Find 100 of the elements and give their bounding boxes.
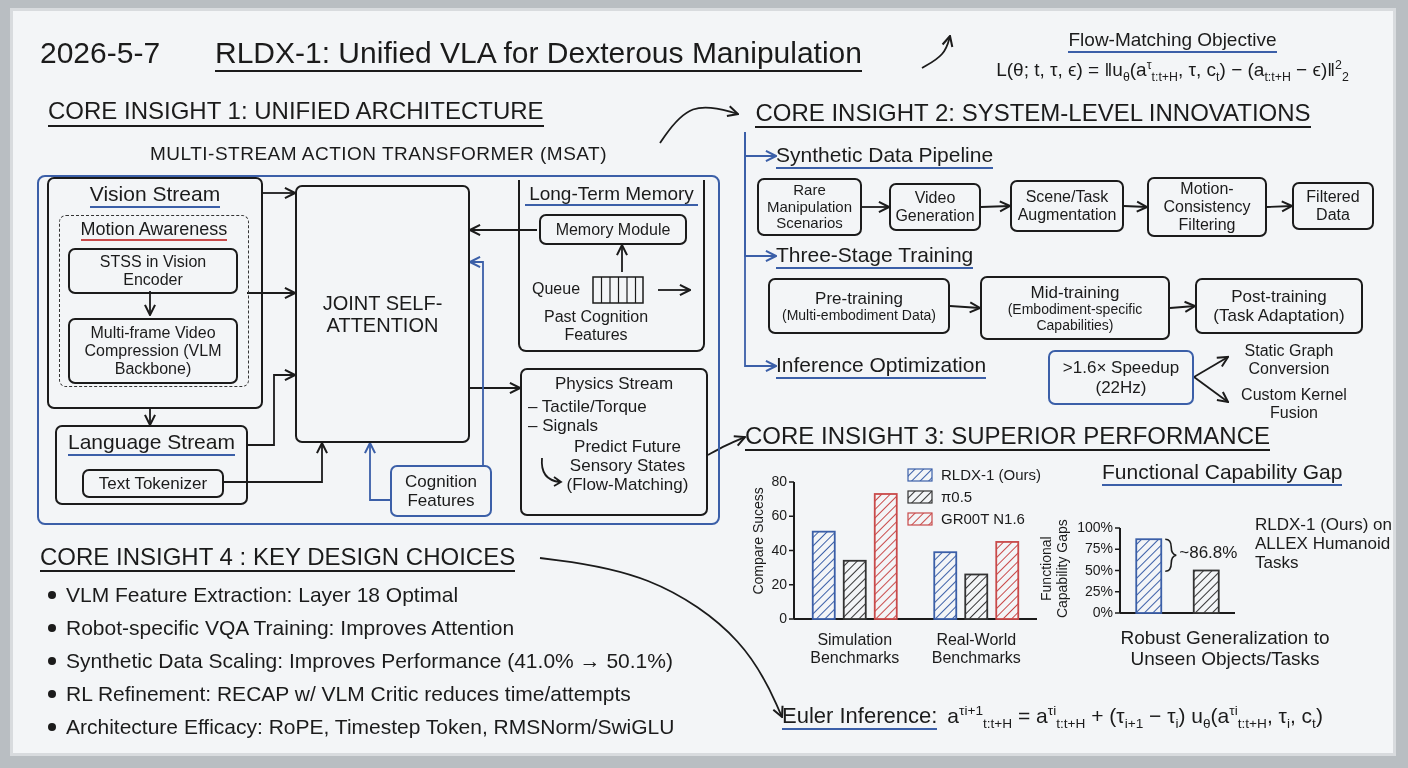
arrow [1169, 300, 1196, 313]
process-box [1010, 180, 1124, 232]
tick-label: 25% [1084, 582, 1113, 599]
axis-title: Robust Generalization to Unseen Objects/Tasks [1119, 627, 1331, 670]
process-box [68, 318, 238, 384]
arrow [363, 442, 391, 501]
node-label: JOINT SELF-ATTENTION [321, 291, 444, 337]
arrow [143, 290, 157, 316]
axis-title: Compare Sucess [751, 485, 767, 596]
node-label: Custom Kernel Fusion [1240, 386, 1348, 422]
process-box [520, 368, 708, 516]
arrow [744, 131, 777, 373]
process-box [539, 214, 687, 245]
arrow [1193, 376, 1229, 403]
arrow [221, 442, 329, 483]
queue-label: Queue [532, 280, 581, 298]
tick-label: 0 [779, 610, 787, 626]
node-label: Pre-training [815, 288, 903, 308]
arrow [469, 255, 484, 466]
arrow [980, 200, 1011, 213]
bullet-text: Architecture Efficacy: RoPE, Timestep Token, RMSNorm/SwiGLU [66, 715, 675, 738]
process-box [1147, 177, 1267, 237]
arrow [657, 283, 691, 297]
arrow [1123, 200, 1148, 213]
heading: CORE INSIGHT 2: SYSTEM-LEVEL INNOVATIONS [755, 99, 1311, 129]
arrow [659, 105, 739, 144]
process-box [980, 276, 1170, 340]
arrow [469, 223, 538, 237]
process-box [55, 425, 248, 505]
node-label: Past Cognition Features [542, 308, 650, 344]
title: RLDX-1: Unified VLA for Dexterous Manipulation [215, 36, 862, 72]
heading: Inference Optimization [776, 353, 987, 379]
bullet-text: RL Refinement: RECAP w/ VLM Critic reduces time/attempts [66, 682, 631, 705]
process-box [68, 248, 238, 294]
node-label: Rare Manipulation Scenarios [765, 181, 854, 233]
bullet-text: Robot-specific VQA Training: Improves Attention [66, 616, 515, 639]
arrow [861, 200, 890, 214]
annotation: ~86.8% [1179, 543, 1238, 563]
section-heading: CORE INSIGHT 1: UNIFIED ARCHITECTURE [48, 98, 544, 127]
tick-label: 80 [771, 473, 787, 489]
heading: Three-Stage Training [776, 243, 974, 269]
heading: Motion Awareness [80, 219, 228, 242]
dashed-group-box [59, 215, 249, 387]
heading: CORE INSIGHT 3: SUPERIOR PERFORMANCE [745, 422, 1270, 452]
arrow [246, 286, 296, 300]
node-label: Mid-training [1030, 282, 1120, 302]
feature-box [390, 465, 492, 517]
category-label: Real-World Benchmarks [930, 631, 1022, 667]
category-label: Simulation Benchmarks [809, 631, 901, 667]
node-label: Memory Module [555, 220, 671, 239]
node-label: Text Tokenizer [98, 474, 208, 493]
node-label: Cognition Features [404, 471, 478, 511]
arrow [615, 244, 629, 273]
arrow [469, 381, 521, 395]
heading: Flow-Matching Objective [1068, 29, 1277, 53]
tick-label: 60 [771, 507, 787, 524]
node-label: Multi-frame Video Compression (VLM Backbone) [83, 324, 223, 378]
tick-label: 50% [1084, 561, 1113, 578]
tick-label: 20 [771, 575, 787, 592]
node-label: Motion-Consistency Filtering [1162, 180, 1252, 234]
arrow [539, 557, 784, 718]
arrow [1193, 356, 1229, 378]
arrow [247, 368, 296, 446]
node-label: STSS in Vision Encoder [98, 253, 208, 289]
heading: Language Stream [68, 430, 235, 456]
process-box [757, 178, 862, 236]
date-label: 2026-5-7 [40, 36, 161, 70]
node-label: (Multi-embodiment Data) [781, 307, 937, 324]
node-label: a$^{τi+1}$$_{t:t+H}$ = a$^{τi}$$_{t:t+H}$ + (τ$_{i+1}$ − τ$_{i}$) u$_{θ}$(a$^{τi}$$_{t:t+H}$, τ$_{i}$, c$_{t}$) [947, 702, 1323, 732]
arrow [949, 301, 981, 314]
process-box [295, 185, 470, 443]
heading: CORE INSIGHT 4 : KEY DESIGN CHOICES [40, 543, 516, 573]
node-label: Scene/Task Augmentation [1016, 188, 1118, 224]
node-label: Post-training [1231, 286, 1327, 306]
tick-label: 0% [1092, 604, 1113, 620]
process-box [768, 278, 950, 334]
arrow [1266, 200, 1293, 213]
axis-title: Functional Capability Gaps [1039, 517, 1071, 620]
chart-note: RLDX-1 (Ours) on ALLEX Humanoid Tasks [1255, 515, 1393, 573]
process-box [82, 469, 224, 498]
process-box [47, 177, 263, 409]
arrow [707, 435, 746, 456]
node-label: Physics Stream [554, 374, 674, 394]
node-label: – Tactile/Torque [528, 397, 647, 417]
chart-title: Functional Capability Gap [1102, 460, 1343, 486]
node-label: (Embodiment-specific Capabilities) [1006, 301, 1144, 334]
tick-label: 75% [1084, 540, 1113, 557]
process-box [1195, 278, 1363, 334]
tick-label: 100% [1077, 519, 1113, 535]
heading: Euler Inference: [782, 703, 938, 731]
node-label: – Signals [528, 416, 598, 436]
panel-title: MULTI-STREAM ACTION TRANSFORMER (MSAT) [149, 143, 608, 165]
tick-label: 40 [771, 541, 787, 558]
node-label: Filtered Data [1305, 188, 1361, 224]
arrow [262, 186, 296, 200]
legend-label: RLDX-1 (Ours) [941, 466, 1041, 483]
legend-label: GR00T N1.6 [941, 510, 1025, 527]
memory-panel [518, 180, 705, 352]
process-box [1292, 182, 1374, 230]
process-box [889, 183, 981, 231]
